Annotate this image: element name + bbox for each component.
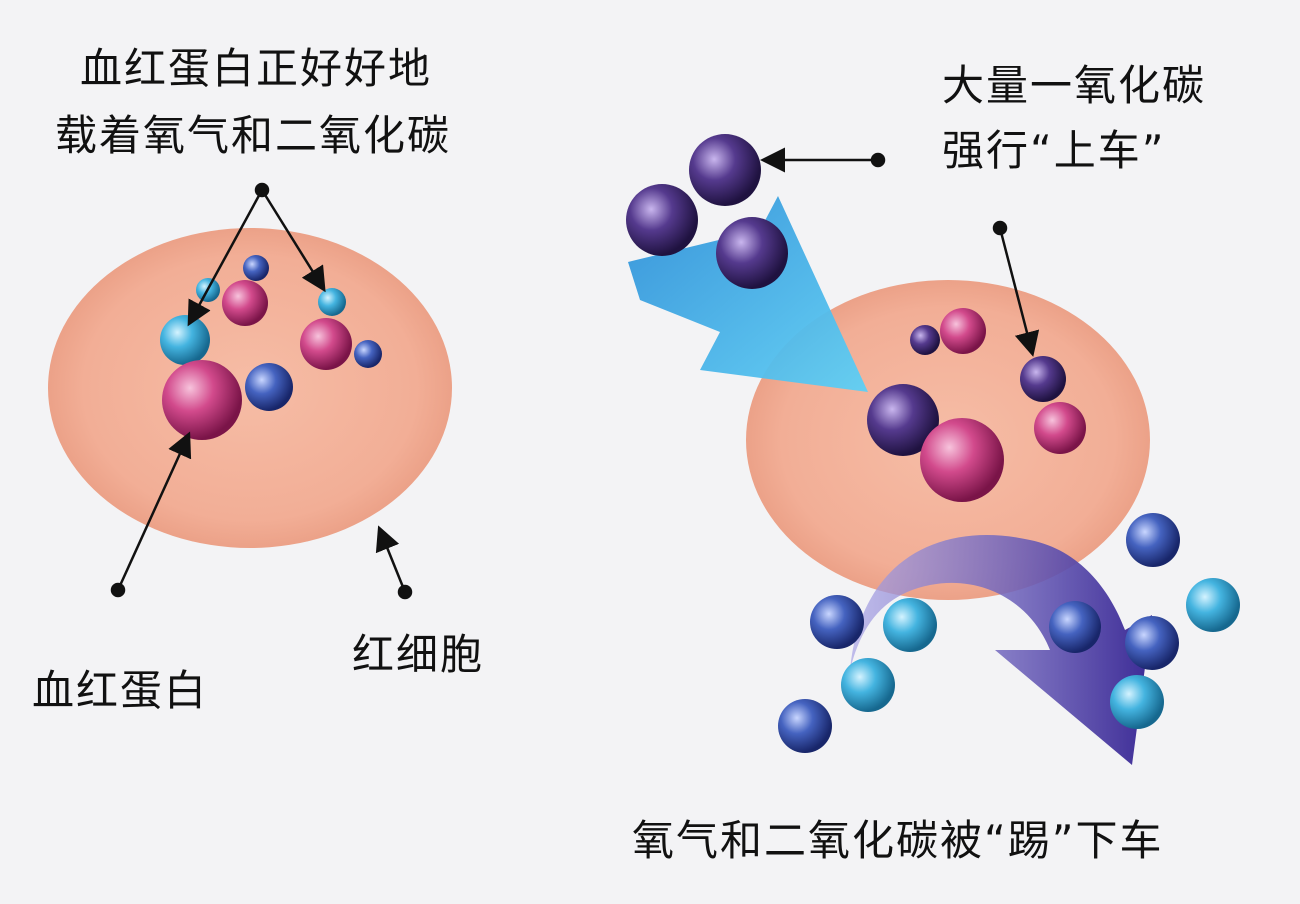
- co2-molecule: [1125, 616, 1179, 670]
- co2-molecule: [1049, 601, 1101, 653]
- molecules-left: [160, 255, 382, 440]
- hemoglobin-molecule: [1034, 402, 1086, 454]
- oxygen-molecule: [318, 288, 346, 316]
- hemoglobin-molecule: [162, 360, 242, 440]
- hemoglobin-molecule: [920, 418, 1004, 502]
- label-red-blood-cell: 红细胞: [352, 630, 485, 679]
- exiting-arrow: [850, 535, 1152, 765]
- label-normal-line2: 载着氧气和二氧化碳: [55, 111, 452, 160]
- oxygen-molecule: [841, 658, 895, 712]
- released-molecules: [778, 513, 1240, 753]
- co-molecule: [689, 134, 761, 206]
- entering-arrow: [628, 196, 868, 392]
- co-molecule: [716, 217, 788, 289]
- label-normal-line1: 血红蛋白正好好地: [80, 44, 433, 93]
- oxygen-molecule: [1186, 578, 1240, 632]
- co2-molecule: [243, 255, 269, 281]
- hemoglobin-molecule: [300, 318, 352, 370]
- label-co-line2: 强行“上车”: [942, 126, 1166, 175]
- co2-molecule: [354, 340, 382, 368]
- co-molecule: [910, 325, 940, 355]
- co2-molecule: [245, 363, 293, 411]
- oxygen-molecule: [1110, 675, 1164, 729]
- hemoglobin-molecule: [940, 308, 986, 354]
- pointer-lines: [110, 147, 1040, 600]
- label-co-line1: 大量一氧化碳: [942, 61, 1207, 110]
- co2-molecule: [778, 699, 832, 753]
- hemoglobin-molecule: [222, 280, 268, 326]
- co-molecule: [626, 184, 698, 256]
- label-hemoglobin: 血红蛋白: [32, 666, 209, 715]
- co-molecule: [1020, 356, 1066, 402]
- label-kicked-off: 氧气和二氧化碳被“踢”下车: [632, 816, 1164, 865]
- oxygen-molecule: [160, 315, 210, 365]
- oxygen-molecule: [883, 598, 937, 652]
- co2-molecule: [810, 595, 864, 649]
- co-molecule: [867, 384, 939, 456]
- co2-molecule: [1126, 513, 1180, 567]
- molecules-right: [626, 134, 1086, 502]
